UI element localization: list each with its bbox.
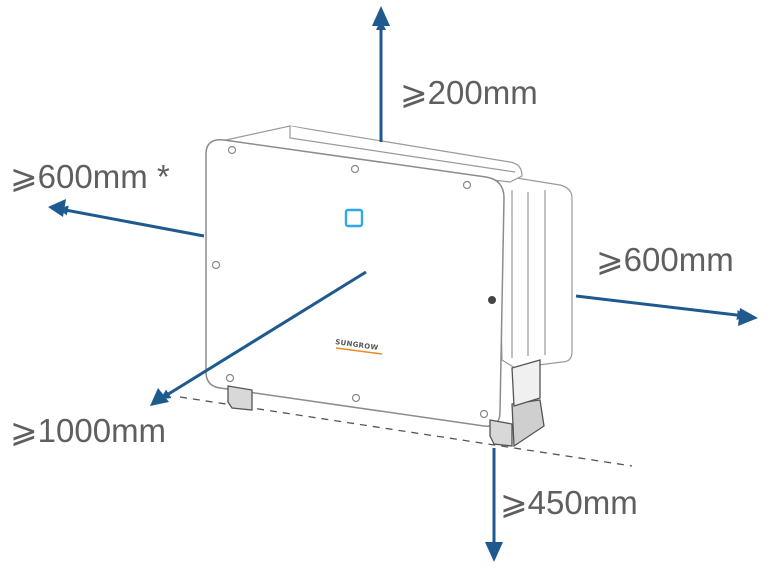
inverter-side-case [497, 174, 573, 369]
inverter-top-lid [225, 125, 523, 183]
inverter-body [205, 139, 505, 427]
led-indicator-icon [344, 208, 364, 228]
arrow-heads [48, 6, 758, 562]
mounting-feet [227, 359, 545, 448]
clearance-bottom-label: ⩾450mm [500, 484, 638, 521]
arrow-left [58, 205, 205, 238]
arrow-right [575, 294, 747, 321]
clearance-top-label: ⩾200mm [400, 74, 538, 111]
clearance-arrows [58, 20, 747, 552]
clearance-left-label: ⩾600mm * [10, 158, 170, 195]
clearance-front-label: ⩾1000mm [10, 412, 167, 449]
ground-dashed-line [179, 396, 633, 467]
arrow-front [160, 270, 367, 400]
clearance-right-label: ⩾600mm [596, 241, 734, 278]
